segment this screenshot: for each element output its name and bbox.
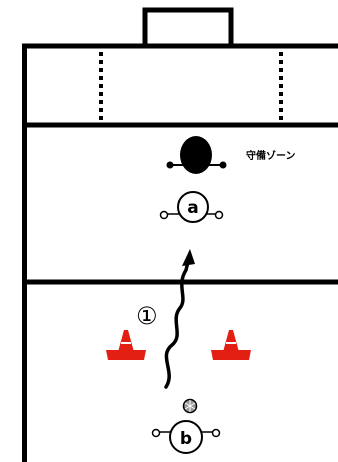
defender-left-hand [166,161,174,169]
player-a-label: a [187,198,198,218]
goal-area-lines [99,52,283,122]
player-a-left-hand [159,210,169,220]
ball-icon [182,398,198,414]
zone-label: 守備ゾーン [246,149,296,162]
defender-right-hand [219,161,227,169]
player-a-icon: a [159,191,224,223]
dribble-arrow-icon [164,249,195,389]
field-lines [22,43,338,462]
cone-right-icon [211,330,251,360]
defender-icon [166,136,227,174]
player-a-right-hand [214,210,224,220]
cone-left-icon [106,330,146,360]
player-b-icon: b [151,420,221,454]
player-b-label: b [180,429,192,449]
dribble-path [164,260,190,389]
cone-left-body [118,330,134,352]
cone-right-body [223,330,239,352]
player-b-left-hand [151,428,161,438]
cone-right-base [211,350,251,360]
dribble-arrowhead [182,249,195,266]
player-b-right-hand [211,428,221,438]
player-a-body [177,191,209,223]
ball-pattern [184,400,196,412]
cone-left-base [106,350,146,360]
step-marker: ① [136,302,158,330]
defender-body [180,136,212,174]
goal-icon [142,7,234,49]
player-b-body [169,420,203,454]
